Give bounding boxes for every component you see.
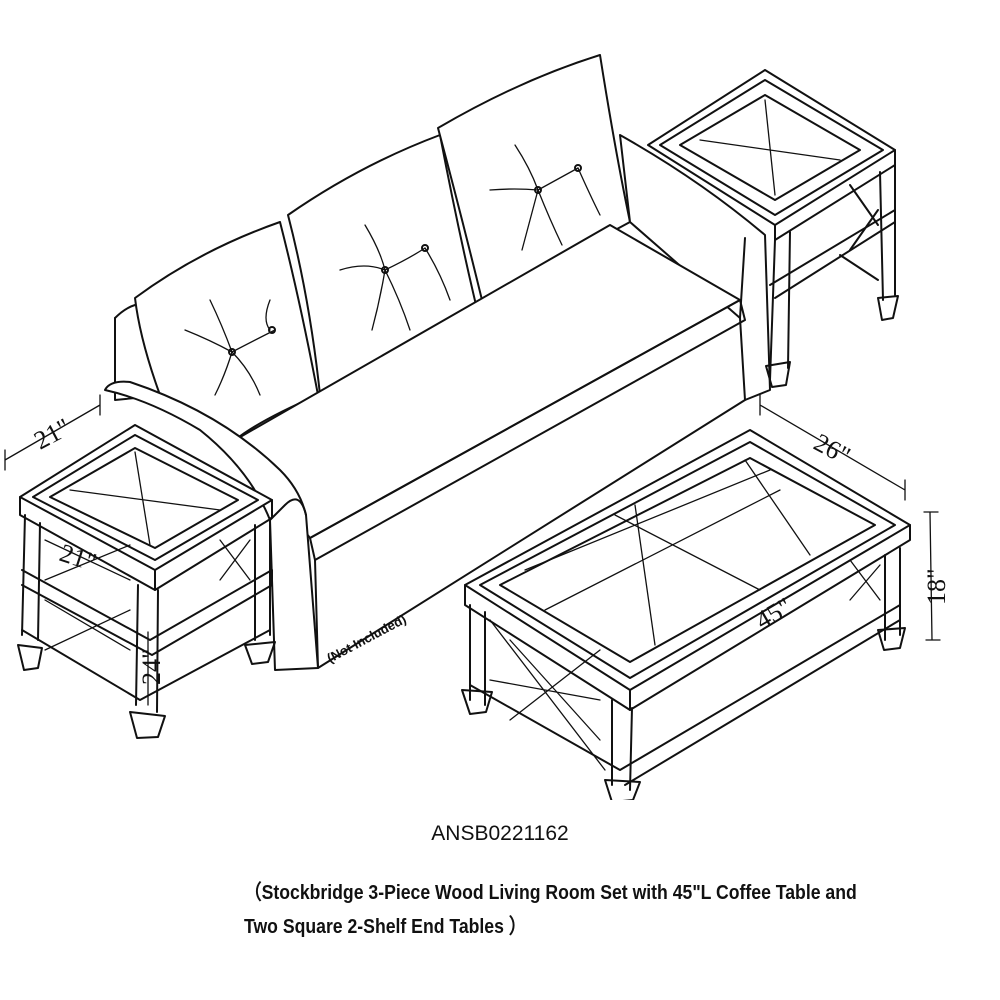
coffee-table-depth-label: 26" [809,428,855,471]
sofa-not-included-note: (Not Included) [324,611,408,665]
end-table-right [647,69,899,388]
product-code: ANSB0221162 [431,822,569,845]
end-table-depth-label: 21" [29,412,75,455]
sofa-left-arm [104,380,319,671]
description-line-1: （Stockbridge 3-Piece Wood Living Room Se… [244,881,857,904]
end-table-left [17,424,276,739]
description-line-2: Two Square 2-Shelf End Tables ） [244,915,527,938]
product-description: （Stockbridge 3-Piece Wood Living Room Se… [244,876,894,944]
coffee-table-height-label: 18" [922,568,951,605]
sofa-drawing: (Not Included) [104,54,771,671]
furniture-line-drawing: (Not Included) [4,54,951,800]
coffee-table [461,429,911,800]
dimension-lines [4,394,941,706]
end-table-width-label: 21" [56,538,100,577]
end-table-height-label: 24" [137,648,166,685]
